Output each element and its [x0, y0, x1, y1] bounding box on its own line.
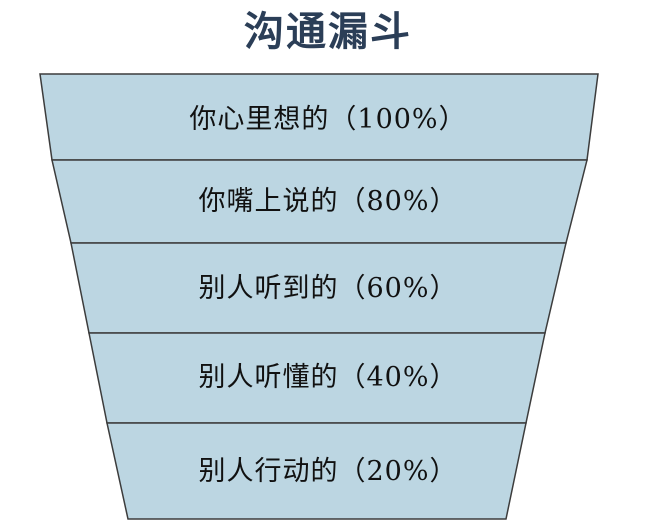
- funnel-label-acted: 别人行动的（20%）: [198, 456, 458, 487]
- funnel-segment-5: [106, 422, 527, 520]
- funnel-label-understood: 别人听懂的（40%）: [198, 362, 458, 393]
- funnel-label-thought: 你心里想的（100%）: [189, 104, 467, 135]
- funnel-label-heard: 别人听到的（60%）: [198, 273, 458, 304]
- funnel-label-said: 你嘴上说的（80%）: [198, 186, 458, 217]
- diagram-title: 沟通漏斗: [244, 8, 412, 55]
